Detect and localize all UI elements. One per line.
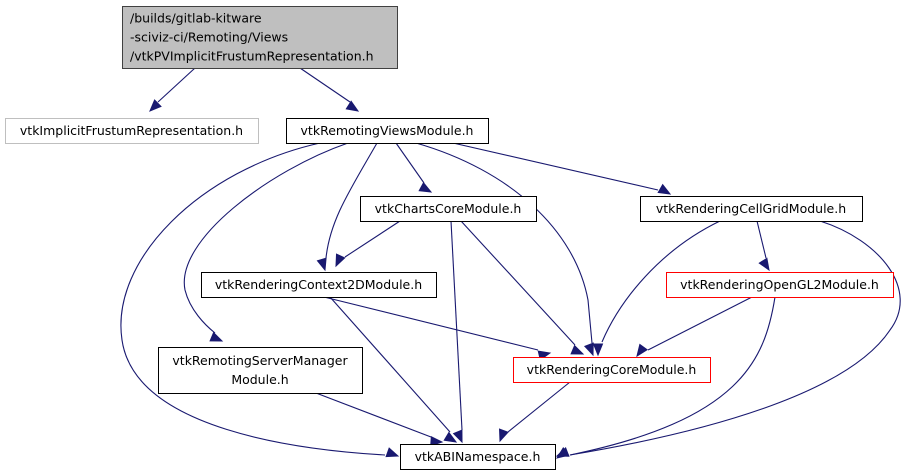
arrowhead-icon <box>499 428 509 443</box>
edge-charts-to-abi <box>450 220 463 444</box>
arrowhead-icon <box>209 331 224 342</box>
node-charts[interactable]: vtkChartsCoreModule.h <box>360 196 537 222</box>
edge-line <box>647 296 753 351</box>
node-box <box>286 118 489 144</box>
arrowhead-icon <box>583 342 594 357</box>
node-box <box>122 6 398 69</box>
edge-cellgrid-to-rcore <box>592 220 721 357</box>
node-remviews[interactable]: vtkRemotingViewsModule.h <box>286 118 489 144</box>
node-label: vtkABINamespace.h <box>415 449 541 464</box>
node-label: -sciviz-ci/Remoting/Views <box>130 30 288 45</box>
node-cellgrid[interactable]: vtkRenderingCellGridModule.h <box>640 196 863 222</box>
node-implicit[interactable]: vtkImplicitFrustumRepresentation.h <box>5 118 259 144</box>
edge-servermgr-to-abi <box>315 392 444 447</box>
edge-line <box>569 296 776 456</box>
edge-line <box>395 142 425 184</box>
edge-line <box>450 220 463 431</box>
edge-line <box>601 220 721 343</box>
edge-line <box>315 392 432 438</box>
edge-line <box>120 142 386 456</box>
edge-line <box>183 142 349 334</box>
node-box <box>201 272 437 298</box>
edge-remviews-to-abi <box>120 142 400 458</box>
edge-line <box>325 142 378 259</box>
edge-line <box>344 220 401 258</box>
edge-opengl2-to-abi <box>555 296 776 459</box>
arrowhead-icon <box>570 344 585 355</box>
node-label: vtkRenderingContext2DModule.h <box>215 277 422 292</box>
arrowhead-icon <box>555 446 570 459</box>
node-box <box>400 444 556 470</box>
node-rcore[interactable]: vtkRenderingCoreModule.h <box>513 357 711 383</box>
nodes-layer: /builds/gitlab-kitware -sciviz-ci/Remotin… <box>5 6 894 470</box>
node-label: Module.h <box>231 372 288 387</box>
node-box <box>640 196 863 222</box>
edge-cellgrid-to-opengl2 <box>756 220 770 272</box>
edge-line <box>157 67 196 103</box>
arrowhead-icon <box>345 100 360 112</box>
node-root: /builds/gitlab-kitware -sciviz-ci/Remotin… <box>122 6 398 69</box>
node-box <box>158 347 363 394</box>
node-label: vtkRenderingCellGridModule.h <box>656 201 846 216</box>
edges-layer <box>120 67 901 459</box>
edge-remviews-to-rcore <box>415 142 594 357</box>
node-box <box>513 357 711 383</box>
arrowhead-icon <box>385 447 400 458</box>
edge-line <box>299 67 351 103</box>
node-label: vtkRemotingServerManager <box>172 353 348 368</box>
edge-remviews-to-charts <box>395 142 433 193</box>
edge-rcore-to-abi <box>499 381 571 443</box>
edge-root-to-implicit <box>149 67 196 112</box>
arrowhead-icon <box>316 257 327 272</box>
arrowhead-icon <box>443 431 458 443</box>
node-label: /vtkPVImplicitFrustumRepresentation.h <box>130 49 374 64</box>
arrowhead-icon <box>636 343 649 358</box>
edge-line <box>569 220 901 456</box>
node-label: vtkRenderingCoreModule.h <box>527 362 697 377</box>
edge-charts-to-ctx2d <box>335 220 401 268</box>
node-label: /builds/gitlab-kitware <box>130 11 262 26</box>
edge-line <box>507 381 571 433</box>
edge-remviews-to-servermgr <box>183 142 349 342</box>
arrowhead-icon <box>149 99 162 112</box>
edge-line <box>452 142 659 191</box>
arrowhead-icon <box>418 181 433 193</box>
arrowhead-icon <box>758 257 770 272</box>
edge-ctx2d-to-abi <box>329 296 458 443</box>
node-label: vtkRemotingViewsModule.h <box>301 123 474 138</box>
edge-remviews-to-cellgrid <box>452 142 672 195</box>
edge-opengl2-to-rcore <box>636 296 753 358</box>
node-label: vtkRenderingOpenGL2Module.h <box>680 277 879 292</box>
edge-line <box>756 220 767 259</box>
edge-line <box>329 296 451 433</box>
arrowhead-icon <box>452 429 463 444</box>
edge-cellgrid-to-abi <box>555 220 901 457</box>
node-ctx2d[interactable]: vtkRenderingContext2DModule.h <box>201 272 437 298</box>
edge-root-to-remviews <box>299 67 360 112</box>
node-box <box>360 196 537 222</box>
node-box <box>666 272 894 298</box>
node-opengl2[interactable]: vtkRenderingOpenGL2Module.h <box>666 272 894 298</box>
edge-line <box>323 296 539 351</box>
edge-line <box>415 142 593 344</box>
arrowhead-icon <box>430 435 444 447</box>
node-label: vtkChartsCoreModule.h <box>375 201 522 216</box>
node-box <box>5 118 259 144</box>
edge-charts-to-rcore <box>460 220 585 355</box>
edge-remviews-to-ctx2d <box>316 142 378 272</box>
node-label: vtkImplicitFrustumRepresentation.h <box>20 123 243 138</box>
arrowhead-icon <box>335 253 346 268</box>
node-abi[interactable]: vtkABINamespace.h <box>400 444 556 470</box>
arrowhead-icon <box>592 343 604 357</box>
edge-line <box>460 220 576 346</box>
arrowhead-icon <box>657 183 672 195</box>
